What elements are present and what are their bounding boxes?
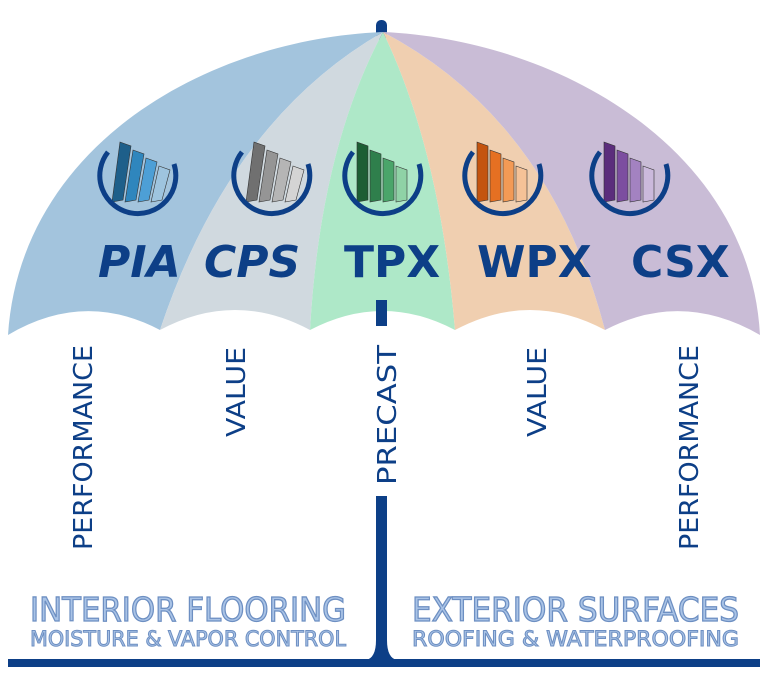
- logo-ring: [231, 150, 313, 217]
- brand-cps: CPS: [204, 237, 300, 288]
- panel-csx: [383, 32, 760, 335]
- logo-bar: [515, 165, 528, 203]
- logo-bar: [489, 149, 502, 203]
- logo-bar: [150, 165, 171, 203]
- logo-bar: [137, 157, 158, 203]
- logo-ring: [589, 150, 671, 217]
- logo-bar: [124, 149, 145, 203]
- panel-pia: [8, 32, 383, 335]
- label-value-right: VALUE: [523, 347, 553, 437]
- umbrella-pole-lower: [376, 496, 387, 656]
- brand-tpx: TPX: [344, 237, 440, 288]
- logo-icon-cps: [231, 141, 313, 217]
- logo-bar: [476, 141, 489, 203]
- logo-ring: [462, 150, 544, 217]
- logo-bar: [111, 141, 132, 203]
- logo-bar: [382, 157, 395, 203]
- logo-bar: [629, 157, 642, 203]
- interior-flooring-subtitle: MOISTURE & VAPOR CONTROL: [30, 627, 346, 651]
- logo-icon-wpx: [462, 141, 544, 217]
- logo-bar: [642, 165, 655, 203]
- logo-bar: [258, 149, 279, 203]
- umbrella-pole-upper: [376, 300, 387, 326]
- logo-bar: [616, 149, 629, 203]
- logo-ring: [97, 150, 179, 217]
- logo-bar: [245, 141, 266, 203]
- brand-csx: CSX: [631, 237, 730, 288]
- brand-wpx: WPX: [477, 237, 592, 288]
- interior-flooring-title: INTERIOR FLOORING: [30, 590, 346, 629]
- logo-bar: [356, 141, 369, 203]
- logo-bar: [271, 157, 292, 203]
- label-performance-left: PERFORMANCE: [69, 345, 99, 550]
- logo-ring: [342, 150, 424, 217]
- logo-bar: [395, 165, 408, 203]
- logo-icon-csx: [589, 141, 671, 217]
- panel-tpx: [310, 32, 455, 330]
- pole-base-fillet: [366, 640, 397, 660]
- logo-icon-pia: [97, 141, 179, 217]
- base-line: [8, 659, 760, 667]
- label-value-left: VALUE: [222, 347, 252, 437]
- logo-bar: [502, 157, 515, 203]
- exterior-surfaces-subtitle: ROOFING & WATERPROOFING: [412, 627, 739, 651]
- label-performance-right: PERFORMANCE: [675, 345, 705, 550]
- logo-bar: [369, 149, 382, 203]
- logo-icon-tpx: [342, 141, 424, 217]
- logo-bar: [603, 141, 616, 203]
- label-precast: PRECAST: [373, 345, 403, 485]
- brand-pia: PIA: [98, 237, 181, 288]
- exterior-surfaces-title: EXTERIOR SURFACES: [412, 590, 739, 629]
- logo-bar: [284, 165, 305, 203]
